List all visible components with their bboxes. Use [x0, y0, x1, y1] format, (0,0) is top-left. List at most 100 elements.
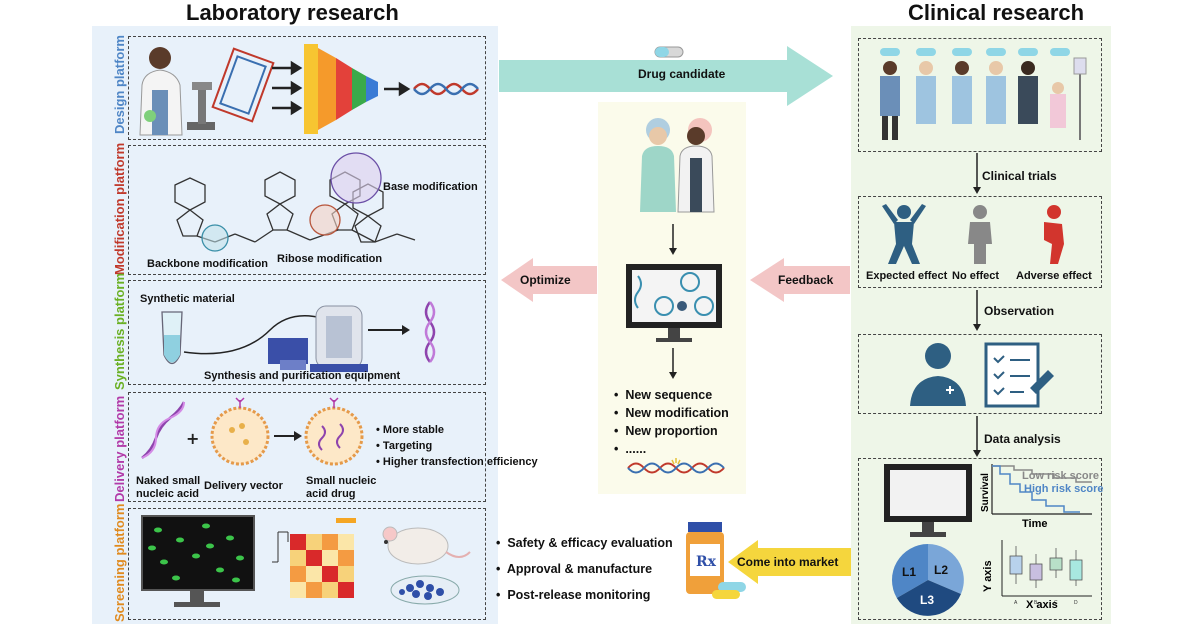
computer-illustration	[626, 264, 722, 342]
home-icon	[654, 296, 674, 316]
drug-candidate-arrow	[499, 46, 833, 106]
patients-illustration	[880, 48, 1087, 140]
market-list-item: • Post-release monitoring	[496, 588, 651, 602]
effect-label: Expected effect	[866, 270, 948, 282]
center-list-item: • New proportion	[614, 424, 718, 438]
delivery-vector-label: Delivery vector	[204, 480, 283, 492]
low-risk-label: Low risk score	[1022, 470, 1100, 482]
effect-label: Adverse effect	[1016, 270, 1092, 282]
delivery-benefits: • More stable • Targeting • Higher trans…	[376, 422, 538, 470]
down-arrow-trials	[973, 153, 981, 194]
scientist-icon	[139, 47, 183, 136]
high-risk-curve	[992, 465, 1080, 513]
screening-box	[128, 508, 486, 620]
base-circle	[330, 152, 382, 204]
pie-slice-l3	[896, 580, 961, 616]
box-tick-c: C	[1054, 600, 1058, 606]
down-arrow-1	[669, 224, 677, 255]
monitor-icon	[884, 464, 972, 537]
backbone-modification-label: Backbone modification	[147, 258, 269, 270]
delivery-illustration: +	[141, 397, 364, 466]
lab-title: Laboratory research	[186, 0, 399, 25]
delivery-label: Delivery platform	[112, 395, 127, 502]
naked-nucleic-acid-icon	[141, 401, 186, 459]
capsule-row	[880, 48, 1070, 56]
rx-label: Rx	[696, 554, 717, 570]
market-list-item: • Safety & efficacy evaluation	[496, 536, 673, 550]
ribose-circle	[309, 204, 341, 236]
survival-ylabel: Survival	[980, 473, 991, 512]
ribose-modification-label: Ribose modification	[277, 253, 383, 265]
down-arrow-2	[669, 348, 677, 379]
survival-chart	[991, 464, 1092, 515]
small-nucleic-acid-drug-label: Small nucleic acid drug	[306, 475, 377, 500]
screening-label: Screening platform	[112, 503, 127, 622]
design-box	[128, 36, 486, 140]
dna-lattice-icon	[211, 47, 275, 123]
monitor-cells-icon	[141, 515, 255, 607]
synthesis-equipment-label: Synthesis and purification equipment	[204, 370, 401, 382]
small-nucleic-acid-drug-icon	[304, 397, 364, 466]
center-list-item: • ......	[614, 442, 647, 456]
adverse-effect-icon	[1044, 205, 1064, 264]
benefit-item: • Targeting	[376, 440, 433, 452]
benefit-item: • More stable	[376, 424, 445, 436]
pie-label-l2: L2	[934, 563, 948, 577]
funnel-icon	[304, 44, 378, 134]
modification-label: Modification platform	[112, 142, 127, 275]
effect-label: No effect	[952, 270, 1000, 282]
running-icon	[680, 272, 700, 292]
box-tick-d: D	[1074, 600, 1078, 606]
box-tick-b: B	[1034, 600, 1038, 606]
center-list-item: • New sequence	[614, 388, 713, 402]
center-list: • New sequence • New modification • New …	[614, 386, 729, 458]
observation-box	[858, 334, 1102, 414]
feedback-label: Feedback	[778, 273, 834, 287]
box-ylabel: Y axis	[982, 560, 994, 592]
effects-box	[858, 196, 1102, 288]
box-plot: A B C D	[1001, 540, 1092, 606]
design-illustration	[139, 44, 479, 136]
synthesis-box	[128, 280, 486, 385]
naked-nucleic-acid-label: Naked small nucleic acid	[136, 475, 201, 500]
doctor-icon	[910, 343, 966, 406]
observation-illustration	[910, 342, 1054, 408]
optimize-arrow	[501, 258, 597, 302]
no-effect-icon	[968, 205, 992, 264]
doctors-illustration	[640, 118, 715, 213]
test-tube-icon	[161, 311, 183, 365]
data-analysis-label: Data analysis	[984, 432, 1061, 446]
delivery-box	[128, 392, 486, 502]
petri-dish-icon	[390, 575, 460, 605]
box-icon	[694, 296, 714, 316]
modification-box	[128, 145, 486, 275]
new-dna-icon	[627, 458, 725, 474]
microscope-icon	[187, 82, 215, 130]
market-list: • Safety & efficacy evaluation • Approva…	[496, 530, 673, 608]
optimize-label: Optimize	[520, 273, 571, 287]
observation-label: Observation	[984, 304, 1055, 318]
mouse-icon	[382, 526, 471, 565]
delivery-vector-icon	[210, 397, 270, 466]
feedback-arrow	[750, 258, 850, 302]
box-tick-a: A	[1014, 600, 1018, 606]
capsule-icon	[654, 46, 684, 58]
pie-chart: L1 L2 L3	[891, 544, 964, 616]
pie-slice-l1	[891, 544, 928, 598]
checklist-icon	[984, 342, 1054, 408]
down-arrow-data	[973, 416, 981, 457]
clinical-trials-label: Clinical trials	[982, 169, 1057, 183]
down-arrow-observation	[973, 290, 981, 331]
center-list-item: • New modification	[614, 406, 729, 420]
low-risk-curve	[992, 465, 1092, 483]
modification-structure	[174, 152, 416, 252]
equipment-icon	[268, 305, 368, 372]
design-label: Design platform	[112, 35, 127, 134]
pill-bottle-icon: Rx	[686, 522, 746, 599]
screening-illustration	[141, 515, 471, 607]
market-list-item: • Approval & manufacture	[496, 562, 653, 576]
survival-xlabel: Time	[1022, 518, 1048, 530]
pie-label-l3: L3	[920, 593, 934, 607]
market-arrow	[728, 540, 852, 584]
clinical-title: Clinical research	[908, 0, 1085, 25]
